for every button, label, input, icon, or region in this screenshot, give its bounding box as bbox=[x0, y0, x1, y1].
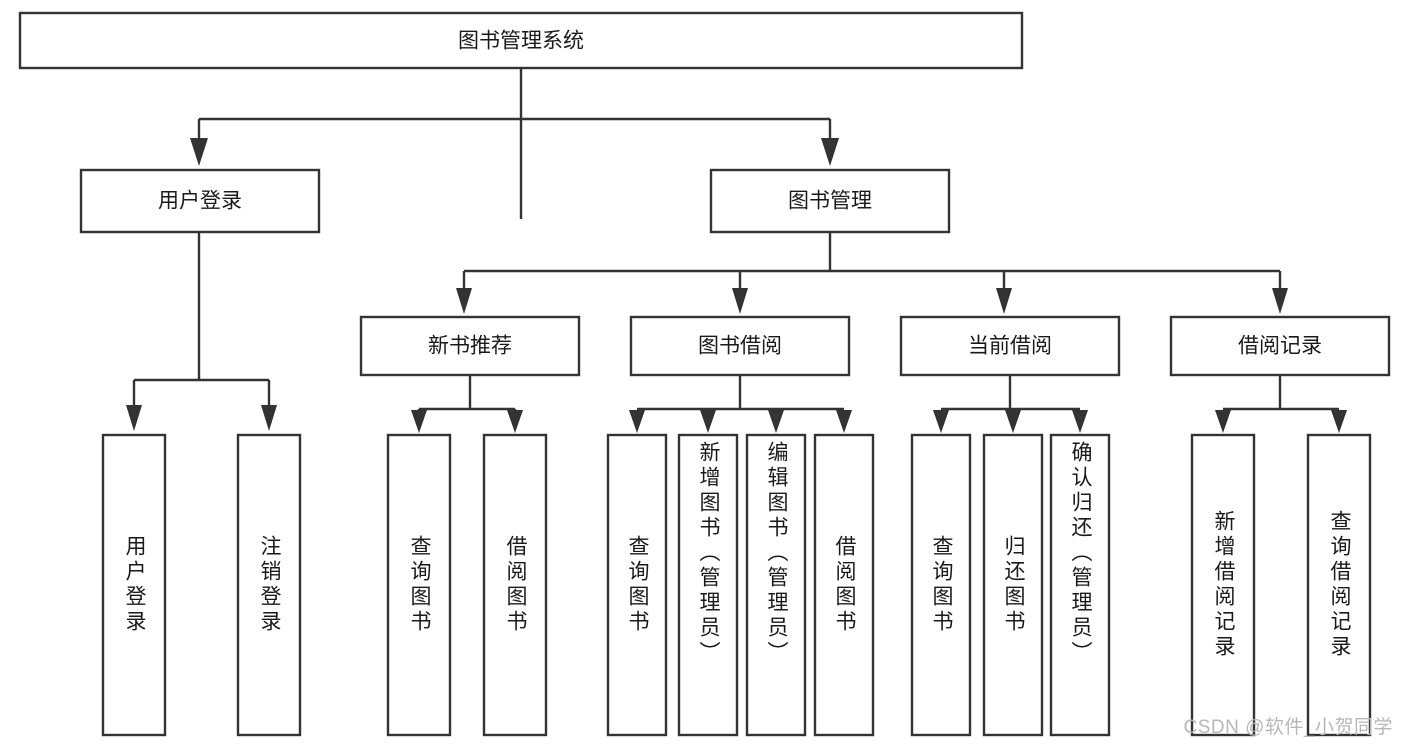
leaf-logout-rect[interactable] bbox=[236, 433, 302, 737]
arrow-head-leaf-query-book-2 bbox=[629, 410, 645, 433]
node-current-borrow-rect[interactable] bbox=[899, 315, 1121, 377]
node-user-login-label: 用户登录 bbox=[158, 190, 242, 213]
leaf-add-record-rect[interactable] bbox=[1190, 433, 1256, 737]
node-current-borrow-label: 当前借阅 bbox=[968, 335, 1052, 358]
node-book-management-rect[interactable] bbox=[709, 168, 951, 234]
node-book-borrow[interactable]: 图书借阅 bbox=[629, 315, 851, 377]
arrow-head-book-mgmt bbox=[821, 138, 839, 166]
arrow-head-new-book-recommend bbox=[456, 288, 472, 314]
node-new-book-recommend[interactable]: 新书推荐 bbox=[359, 315, 581, 377]
arrow-head-leaf-borrow-book-2 bbox=[836, 410, 852, 433]
node-title[interactable]: 图书管理系统 bbox=[18, 11, 1024, 70]
arrow-head-book-borrow bbox=[732, 288, 748, 314]
node-title-rect[interactable] bbox=[18, 11, 1024, 70]
connector-group-book-borrow bbox=[629, 375, 852, 433]
connector-group-user-login bbox=[126, 232, 277, 431]
connector-group-root bbox=[190, 68, 839, 219]
node-title-label: 图书管理系统 bbox=[458, 30, 584, 53]
leaf-query-book-3-rect[interactable] bbox=[910, 433, 972, 737]
leaf-query-record-rect[interactable] bbox=[1306, 433, 1372, 737]
connector-group-new-book-recommend bbox=[411, 375, 523, 433]
arrow-head-current-borrow bbox=[996, 288, 1012, 314]
arrow-head-leaf-query-book-3 bbox=[933, 410, 949, 433]
leaf-return-book-rect[interactable] bbox=[982, 433, 1044, 737]
node-book-management[interactable]: 图书管理 bbox=[709, 168, 951, 234]
leaf-confirm-return-rect[interactable] bbox=[1049, 433, 1111, 737]
node-user-login[interactable]: 用户登录 bbox=[79, 168, 321, 234]
node-user-login-rect[interactable] bbox=[79, 168, 321, 234]
node-book-management-label: 图书管理 bbox=[788, 190, 872, 213]
arrow-head-leaf-return-book bbox=[1005, 410, 1021, 433]
node-new-book-recommend-label: 新书推荐 bbox=[428, 335, 512, 358]
arrow-head-leaf-add-book bbox=[700, 410, 716, 433]
leaf-borrow-book-1-rect[interactable] bbox=[482, 433, 548, 737]
arrow-head-leaf-confirm-return bbox=[1072, 410, 1088, 433]
connector-group-borrow-record bbox=[1215, 375, 1347, 433]
node-book-borrow-rect[interactable] bbox=[629, 315, 851, 377]
arrow-head-user-login bbox=[190, 138, 208, 166]
node-new-book-recommend-rect[interactable] bbox=[359, 315, 581, 377]
leaf-edit-book-rect[interactable] bbox=[745, 433, 807, 737]
arrow-head-leaf-query-record bbox=[1331, 410, 1347, 433]
leaf-query-book-1-rect[interactable] bbox=[386, 433, 452, 737]
arrow-head-leaf-borrow-book-1 bbox=[507, 410, 523, 433]
connector-group-book-mgmt bbox=[456, 232, 1288, 314]
node-borrow-record-label: 借阅记录 bbox=[1238, 335, 1322, 358]
connector-group-current-borrow bbox=[933, 375, 1088, 433]
node-borrow-record-rect[interactable] bbox=[1169, 315, 1391, 377]
leaf-borrow-book-2-rect[interactable] bbox=[813, 433, 875, 737]
leaf-add-book-rect[interactable] bbox=[677, 433, 739, 737]
arrow-head-leaf-user-login bbox=[126, 405, 142, 431]
node-book-borrow-label: 图书借阅 bbox=[698, 335, 782, 358]
arrow-head-leaf-logout bbox=[261, 405, 277, 431]
leaf-user-login-rect[interactable] bbox=[101, 433, 167, 737]
node-current-borrow[interactable]: 当前借阅 bbox=[899, 315, 1121, 377]
arrow-head-leaf-add-record bbox=[1215, 410, 1231, 433]
node-borrow-record[interactable]: 借阅记录 bbox=[1169, 315, 1391, 377]
arrow-head-leaf-query-book-1 bbox=[411, 410, 427, 433]
leaf-query-book-2-rect[interactable] bbox=[606, 433, 668, 737]
arrow-head-leaf-edit-book bbox=[768, 410, 784, 433]
arrow-head-borrow-record bbox=[1272, 288, 1288, 314]
